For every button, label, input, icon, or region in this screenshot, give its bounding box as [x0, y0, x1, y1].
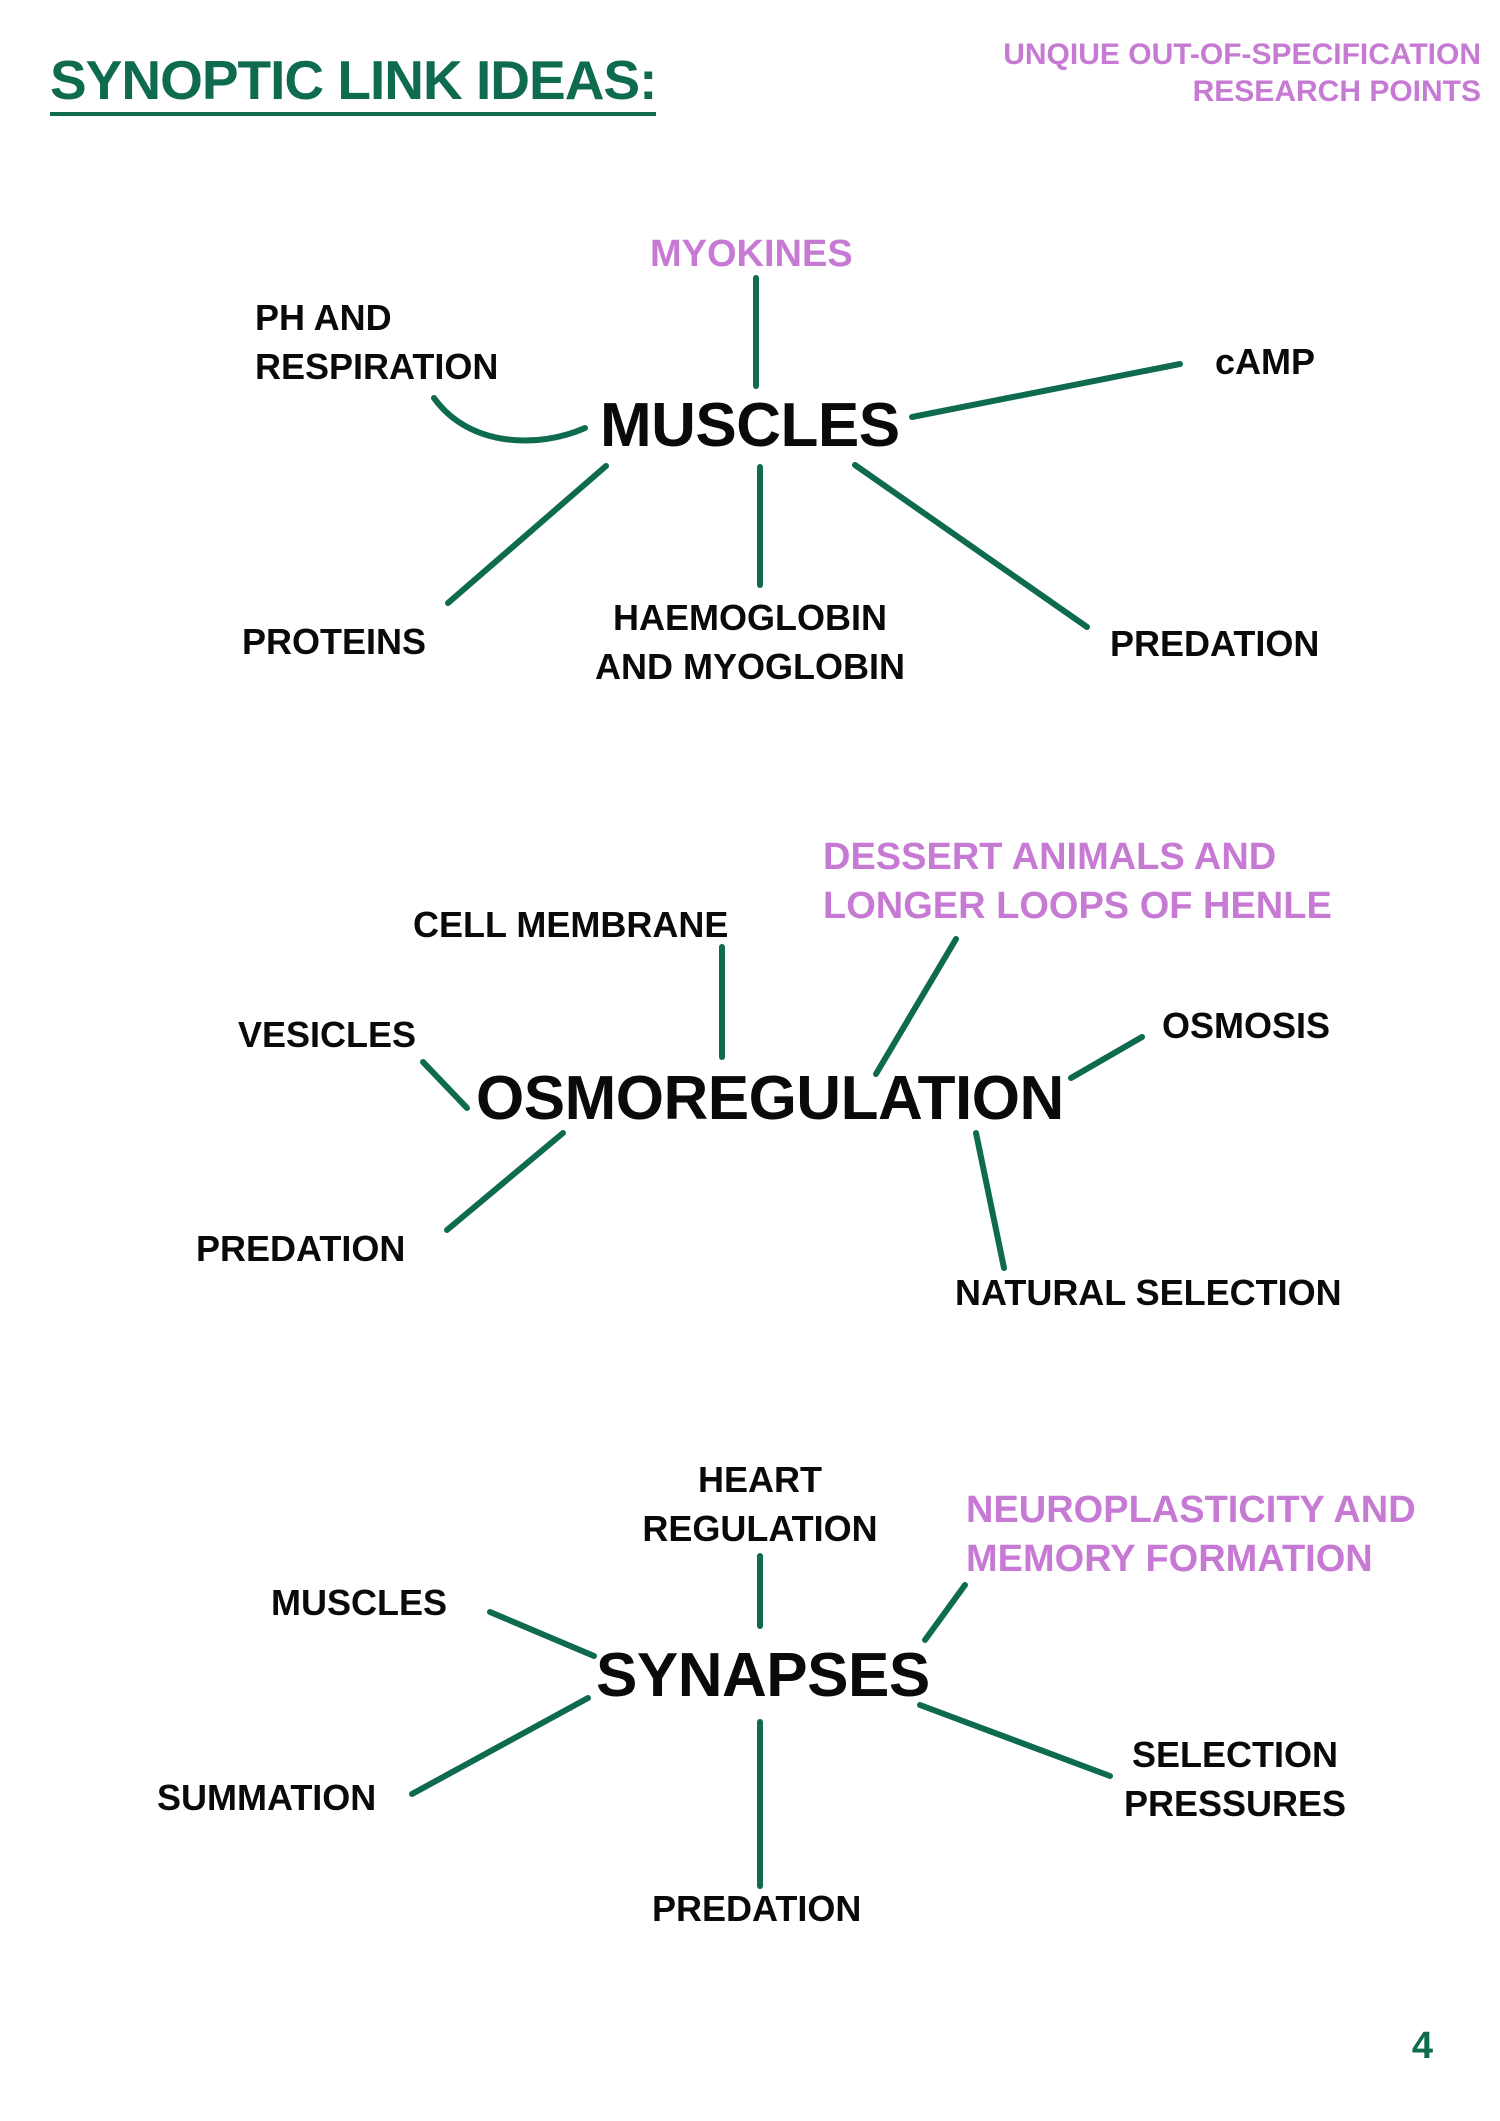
legend-note-line: UNQIUE OUT-OF-SPECIFICATION [1003, 38, 1481, 71]
node-summation: SUMMATION [157, 1777, 377, 1818]
page-title: SYNOPTIC LINK IDEAS: [50, 51, 657, 116]
legend-note-line: RESEARCH POINTS [1192, 75, 1481, 108]
node-vesicles: VESICLES [238, 1014, 417, 1055]
link-osmo-predation [444, 1130, 566, 1233]
link-osmo-vesicles [420, 1059, 470, 1111]
node-ph-and-respiration: PH AND RESPIRATION [255, 297, 499, 387]
link-muscles-predation [852, 462, 1090, 630]
hub-muscles: MUSCLES [600, 391, 900, 460]
node-cell-membrane: CELL MEMBRANE [413, 904, 729, 945]
node-myokines: MYOKINES [650, 233, 853, 275]
hub-osmoregulation: OSMOREGULATION [476, 1064, 1064, 1133]
page-number: 4 [1411, 2025, 1433, 2067]
node-selection-pressures: SELECTION PRESSURES [1123, 1734, 1347, 1824]
node-haemoglobin-myoglobin: HAEMOGLOBIN AND MYOGLOBIN [595, 597, 905, 687]
node-predation: PREDATION [1110, 623, 1320, 664]
hub-synapses: SYNAPSES [596, 1641, 930, 1710]
link-muscles-camp [909, 361, 1183, 420]
node-proteins: PROTEINS [242, 621, 427, 662]
legend-note: UNQIUE OUT-OF-SPECIFICATION RESEARCH POI… [1003, 36, 1481, 110]
link-syn-muscles [487, 1609, 597, 1659]
link-syn-summation [409, 1695, 591, 1797]
link-osmo-osmosis [1068, 1034, 1145, 1081]
node-natural-selection: NATURAL SELECTION [955, 1272, 1342, 1313]
node-muscles: MUSCLES [271, 1582, 448, 1623]
node-camp: cAMP [1215, 341, 1316, 382]
link-osmo-dessert [873, 936, 959, 1077]
node-predation: PREDATION [196, 1228, 406, 1269]
link-syn-selection [917, 1702, 1113, 1779]
node-dessert-animals: DESSERT ANIMALS AND LONGER LOOPS OF HENL… [823, 836, 1332, 927]
link-syn-neuroplasticity [922, 1582, 968, 1643]
node-neuroplasticity: NEUROPLASTICITY AND MEMORY FORMATION [966, 1489, 1416, 1580]
node-predation: PREDATION [652, 1888, 862, 1929]
link-osmo-natural-selection [973, 1130, 1007, 1271]
link-muscles-proteins [445, 463, 609, 606]
node-osmosis: OSMOSIS [1162, 1005, 1331, 1046]
link-muscles-ph-respiration [431, 395, 588, 444]
node-heart-regulation: HEART REGULATION [642, 1459, 878, 1549]
